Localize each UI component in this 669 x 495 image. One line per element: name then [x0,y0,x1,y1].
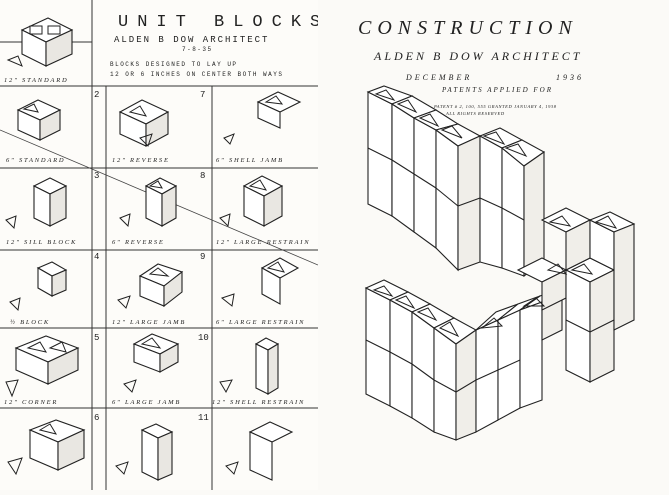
right-architect: ALDEN B DOW ARCHITECT [373,49,582,63]
caption-cell-8: 6" REVERSE [112,239,165,246]
upper-wall-assembly [366,85,546,278]
block-drawing-5 [5,335,80,398]
cell-number-10: 10 [198,333,209,343]
right-title: CONSTRUCTION [358,17,578,39]
caption-cell-7: 12" REVERSE [112,157,170,164]
unit-blocks-sheet: UNIT BLOCKS ALDEN B DOW ARCHITECT 7-8-35… [0,0,320,490]
caption-cell-1: 12" STANDARD [4,77,68,84]
cell-number-8: 8 [200,171,205,181]
cell-number-9: 9 [200,252,205,262]
block-drawing-8 [119,177,178,228]
cell-number-2: 2 [94,90,99,100]
catalogue-grid [0,0,319,490]
block-drawing-2 [16,99,62,141]
right-year: 1936 [556,73,584,82]
right-month: DECEMBER [405,73,472,82]
cell-number-11: 11 [198,413,209,423]
caption-cell-large-restrain: 12" LARGE RESTRAIN [216,239,310,246]
left-architect: ALDEN B DOW ARCHITECT [114,35,269,45]
caption-cell-10: 6" LARGE JAMB [112,399,181,406]
construction-drawing: CONSTRUCTION ALDEN B DOW ARCHITECT DECEM… [358,17,636,441]
caption-cell-4: ½ BLOCK [10,319,50,326]
cell-number-4: 4 [94,252,99,262]
block-drawing-4 [9,261,68,312]
caption-cell-9: 12" LARGE JAMB [112,319,186,326]
left-date: 7-8-35 [182,46,213,53]
block-drawing-9 [117,263,184,309]
caption-cell-shell-restrain: 12" SHELL RESTRAIN [212,399,305,406]
block-drawing-12 [225,421,294,481]
left-note-line1: BLOCKS DESIGNED TO LAY UP [110,61,238,68]
cell-number-6: 6 [94,413,99,423]
block-drawing-3 [5,177,68,230]
caption-cell-large-restrain-6: 6" LARGE RESTRAIN [216,319,305,326]
block-drawing-6 [7,419,86,476]
unit-blocks-drawing: UNIT BLOCKS ALDEN B DOW ARCHITECT 7-8-35… [0,0,320,490]
lower-wall-assembly [364,207,636,441]
caption-cell-shell-jamb: 6" SHELL JAMB [216,157,284,164]
block-drawing-large-restrain [219,175,284,228]
left-title: UNIT BLOCKS [118,13,318,32]
right-rights: ALL RIGHTS RESERVED [445,111,505,116]
block-drawing-7 [118,99,170,147]
block-drawing-shell-restrain [219,337,280,395]
block-drawing-large-restrain-6 [220,257,300,307]
block-drawing-shell-jamb-6 [223,91,302,145]
right-patent-line: PATENT # 2, 100, 555 GRANTED JANUARY 4, … [433,104,557,110]
cell-number-3: 3 [94,171,99,181]
block-drawing-11 [115,423,174,481]
caption-cell-3: 12" SILL BLOCK [6,239,77,246]
block-drawing-10 [123,333,180,393]
left-note-line2: 12 OR 6 INCHES ON CENTER BOTH WAYS [110,71,283,78]
cell-number-5: 5 [94,333,99,343]
caption-cell-5: 12" CORNER [4,399,58,406]
cell-number-7: 7 [200,90,205,100]
construction-sheet: CONSTRUCTION ALDEN B DOW ARCHITECT DECEM… [318,0,669,490]
block-drawing-1 [6,17,74,67]
caption-cell-2: 6" STANDARD [6,157,65,164]
right-status: PATENTS APPLIED FOR [441,86,553,94]
